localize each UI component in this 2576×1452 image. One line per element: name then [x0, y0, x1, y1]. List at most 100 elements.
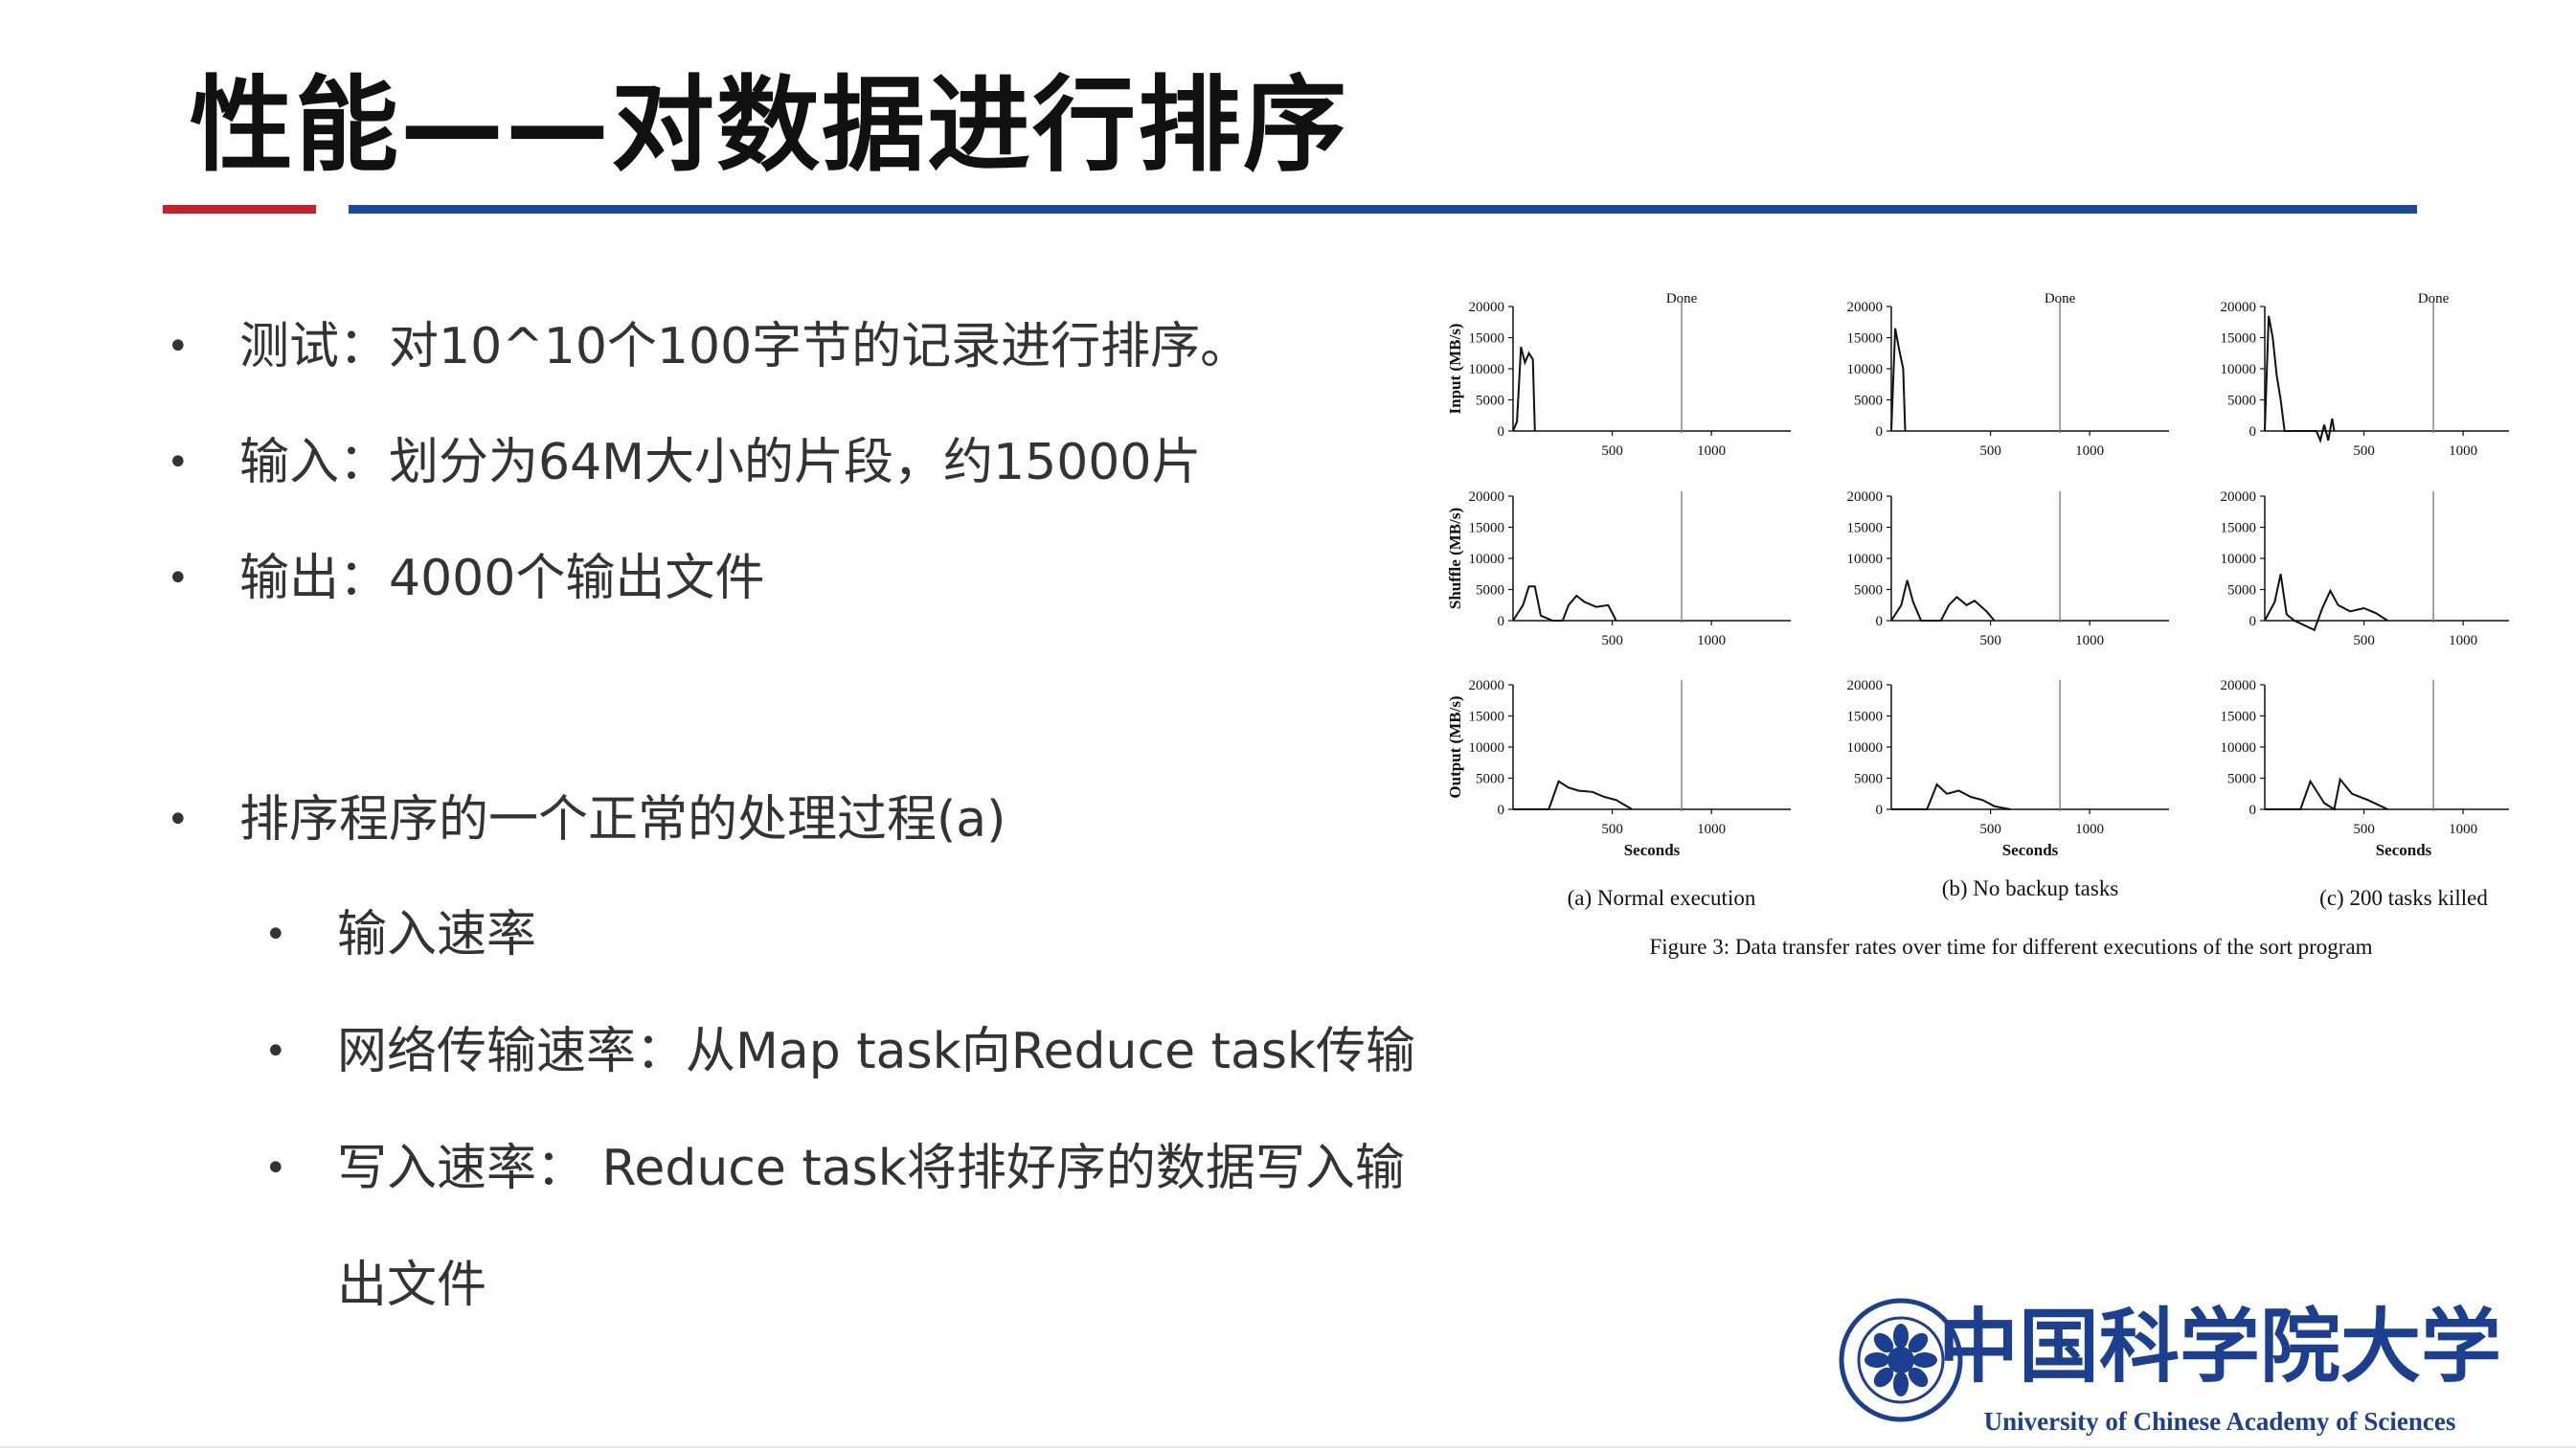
bullet-dot: • [167, 441, 190, 485]
trace-output-a [1513, 780, 1633, 810]
trace-input-a [1512, 347, 1536, 432]
bullet-input: • 输入：划分为64M大小的片段，约15000片 [167, 428, 1202, 497]
y-tick-label-shuffle-b-1: 5000 [1854, 583, 1883, 599]
y-tick-label-shuffle-c-3: 15000 [2221, 521, 2257, 536]
y-tick-label-output-b-2: 10000 [1847, 740, 1884, 756]
y-tick-label-shuffle-a-2: 10000 [1469, 552, 1505, 567]
trace-input-b [1890, 328, 1907, 432]
y-tick-label-shuffle-b-2: 10000 [1847, 552, 1884, 567]
ucas-logo-svg: 中国科学院大学 University of Chinese Academy of… [1839, 1298, 2501, 1436]
x-tick-label-output-b-0: 500 [1979, 822, 2001, 837]
x-tick-label-shuffle-a-0: 500 [1601, 633, 1623, 648]
bullet-dot: • [264, 913, 287, 957]
y-tick-label-input-a-1: 5000 [1476, 394, 1504, 409]
x-tick-label-shuffle-b-0: 500 [1979, 633, 2001, 648]
x-tick-label-shuffle-b-1: 1000 [2075, 633, 2104, 648]
sub-bullet-write-rate: • 写入速率： Reduce task将排好序的数据写入输 [264, 1134, 1405, 1203]
bullet-text: 输入速率 [337, 906, 537, 964]
sub-bullet-input-rate: • 输入速率 [264, 900, 537, 969]
x-tick-label-output-c-1: 1000 [2449, 822, 2477, 837]
sub-bullet-network-rate: • 网络传输速率：从Map task向Reduce task传输 [264, 1017, 1415, 1086]
bullet-text: 输出：4000个输出文件 [239, 550, 765, 607]
bullet-dot: • [167, 798, 190, 842]
x-tick-label-input-a-1: 1000 [1697, 443, 1726, 459]
subcaption-a: (a) Normal execution [1568, 886, 1756, 910]
y-tick-label-input-b-1: 5000 [1854, 394, 1883, 409]
x-tick-label-output-a-0: 500 [1601, 822, 1623, 837]
x-axis-label-output-c: Seconds [2376, 841, 2432, 859]
y-tick-label-input-c-0: 0 [2249, 424, 2257, 440]
y-tick-label-input-b-0: 0 [1876, 424, 1884, 440]
bullet-dot: • [167, 325, 190, 369]
done-label-input-a: Done [1666, 291, 1698, 306]
y-tick-label-shuffle-a-0: 0 [1498, 614, 1505, 629]
y-tick-label-shuffle-b-4: 20000 [1847, 489, 1884, 505]
y-tick-label-input-c-3: 15000 [2221, 331, 2257, 347]
y-tick-label-input-a-0: 0 [1498, 424, 1505, 440]
trace-input-c [2264, 315, 2336, 443]
y-tick-label-shuffle-c-1: 5000 [2227, 583, 2256, 599]
y-tick-label-output-a-0: 0 [1498, 803, 1505, 818]
x-tick-label-input-b-0: 500 [1979, 443, 2001, 459]
bullet-text: 测试：对10^10个100字节的记录进行排序。 [239, 318, 1251, 375]
bottom-divider [0, 1446, 2576, 1448]
row-label-shuffle: Shuffle (MB/s) [1446, 508, 1464, 609]
y-tick-label-output-c-0: 0 [2249, 803, 2257, 818]
y-tick-label-output-a-2: 10000 [1469, 740, 1505, 756]
slide-title: 性能——对数据进行排序 [190, 66, 1349, 186]
bullet-test: • 测试：对10^10个100字节的记录进行排序。 [167, 312, 1251, 381]
y-tick-label-input-c-1: 5000 [2227, 394, 2256, 409]
trace-shuffle-a [1512, 585, 1617, 622]
bullet-text: 出文件 [337, 1257, 487, 1314]
x-tick-label-input-c-0: 500 [2353, 443, 2375, 459]
y-tick-label-input-b-2: 10000 [1847, 362, 1884, 377]
subcaption-c: (c) 200 tasks killed [2319, 886, 2488, 910]
row-label-output: Output (MB/s) [1446, 695, 1464, 798]
x-tick-label-input-c-1: 1000 [2449, 443, 2477, 459]
y-tick-label-shuffle-c-4: 20000 [2221, 489, 2257, 505]
subcaption-b: (b) No backup tasks [1942, 876, 2119, 900]
x-tick-label-output-b-1: 1000 [2075, 822, 2104, 837]
bullet-text: 写入速率： Reduce task将排好序的数据写入输 [337, 1140, 1405, 1197]
y-tick-label-shuffle-c-2: 10000 [2221, 552, 2257, 567]
y-tick-label-input-c-2: 10000 [2221, 362, 2257, 377]
y-tick-label-input-a-4: 20000 [1469, 300, 1505, 315]
y-tick-label-shuffle-b-0: 0 [1876, 614, 1884, 629]
trace-output-c [2265, 777, 2388, 811]
x-tick-label-output-c-0: 500 [2353, 822, 2375, 837]
y-tick-label-input-a-3: 15000 [1469, 331, 1505, 347]
y-tick-label-shuffle-b-3: 15000 [1847, 521, 1884, 536]
x-tick-label-output-a-1: 1000 [1697, 822, 1726, 837]
sub-bullet-write-rate-cont: 出文件 [337, 1251, 486, 1320]
logo-cn-name: 中国科学院大学 [1938, 1304, 2499, 1393]
x-tick-label-input-b-1: 1000 [2075, 443, 2104, 459]
bullet-dot: • [264, 1146, 287, 1191]
figure-caption: Figure 3: Data transfer rates over time … [1649, 935, 2372, 959]
y-tick-label-output-a-1: 5000 [1476, 772, 1504, 787]
done-label-input-c: Done [2418, 291, 2450, 306]
trace-output-b [1891, 783, 2011, 810]
x-axis-label-output-b: Seconds [2002, 841, 2059, 859]
done-label-input-b: Done [2045, 291, 2076, 306]
y-tick-label-shuffle-a-4: 20000 [1469, 489, 1505, 505]
y-tick-label-output-c-3: 15000 [2221, 710, 2257, 725]
row-label-input: Input (MB/s) [1446, 324, 1464, 415]
logo-en-name: University of Chinese Academy of Science… [1984, 1407, 2456, 1436]
bullet-text: 排序程序的一个正常的处理过程(a) [239, 791, 1006, 849]
bullet-text: 输入：划分为64M大小的片段，约15000片 [239, 434, 1202, 491]
x-tick-label-shuffle-c-1: 1000 [2449, 633, 2477, 648]
y-tick-label-output-a-3: 15000 [1469, 710, 1505, 725]
y-tick-label-output-c-1: 5000 [2227, 772, 2256, 787]
x-tick-label-input-a-0: 500 [1601, 443, 1623, 459]
y-tick-label-output-b-3: 15000 [1847, 710, 1884, 725]
trace-shuffle-b [1890, 579, 1996, 622]
bullet-dot: • [264, 1030, 287, 1074]
x-axis-label-output-a: Seconds [1624, 841, 1681, 859]
trace-shuffle-c [2264, 574, 2388, 632]
x-tick-label-shuffle-a-1: 1000 [1697, 633, 1726, 648]
ucas-seal [1839, 1298, 1963, 1422]
y-tick-label-output-b-0: 0 [1876, 803, 1884, 818]
ucas-logo: 中国科学院大学 University of Chinese Academy of… [1829, 1279, 2501, 1441]
